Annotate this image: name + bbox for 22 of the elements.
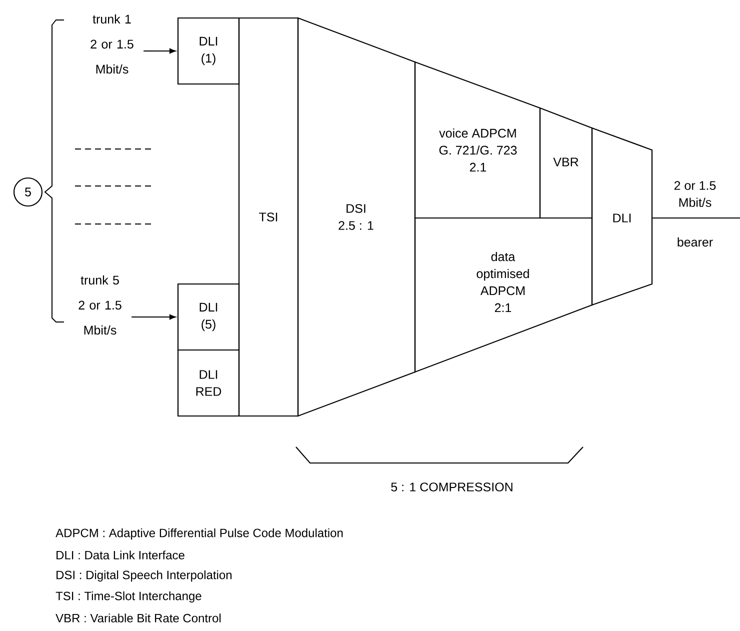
arrow [132,314,176,320]
caption-label: 5 : 1 COMPRESSION [391,482,512,492]
line [652,217,740,219]
interface-box: DLI (5) [177,283,240,351]
trapezoid-section: VBR [539,107,593,219]
arrow [144,48,176,54]
definition-text: DSI : Digital Speech Interpolation [56,570,232,582]
trunk-label: trunk 1 2 or 1.5 Mbit/s [90,14,134,74]
interface-box: DLI RED [177,349,240,417]
definition-text: TSI : Time-Slot Interchange [56,591,202,603]
trapezoid-section: voice ADPCM G. 721/G. 723 2.1 [414,61,541,219]
definition-text: DLI : Data Link Interface [56,550,184,560]
trapezoid-section: data optimised ADPCM 2:1 [414,217,593,373]
definition-text: VBR : Variable Bit Rate Control [56,614,221,622]
trapezoid-section: DLI [591,127,653,306]
definition-text: ADPCM : Adaptive Differential Pulse Code Modulation [56,528,343,540]
interface-box: DLI (1) [177,17,240,85]
trunk-label: trunk 5 2 or 1.5 Mbit/s [78,275,122,335]
interface-box: TSI [238,17,299,417]
edge-label: 2 or 1.5 Mbit/s [674,181,716,207]
line-caption: bearer [678,237,713,247]
trapezoid-section: DSI 2.5 : 1 [297,17,416,417]
